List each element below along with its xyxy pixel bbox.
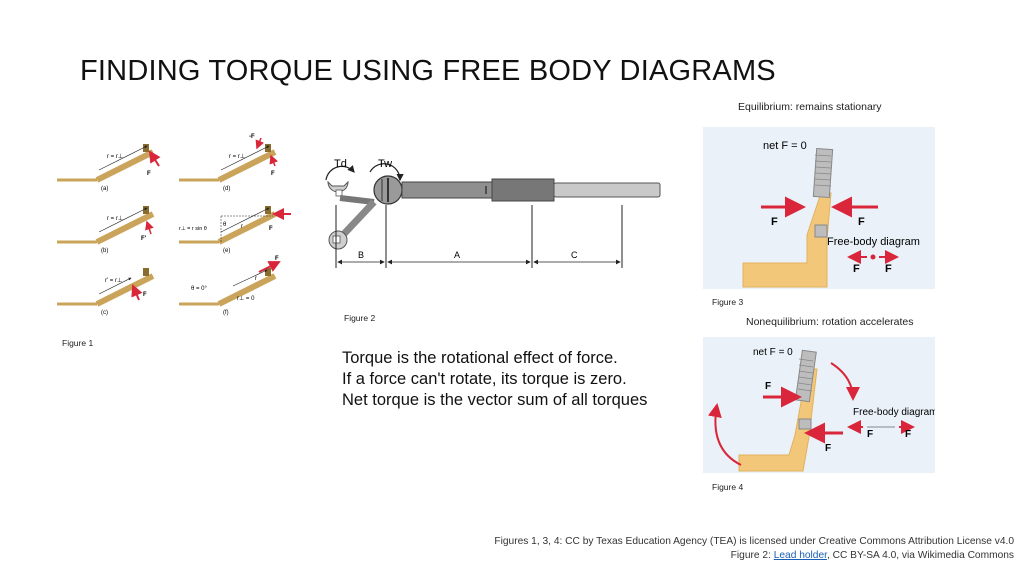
lever-panel-d: -F r = r⊥ F (d)	[179, 134, 278, 192]
panel-b-label: (b)	[101, 248, 108, 254]
fig4-fbd-right-label: F	[905, 429, 911, 440]
credits-line-2-prefix: Figure 2:	[730, 550, 774, 561]
figure2-diagram: Td Tw B A C	[325, 158, 661, 268]
torque-summary-text: Torque is the rotational effect of force…	[342, 348, 647, 411]
figure2-caption: Figure 2	[344, 313, 376, 323]
figure4-caption: Figure 4	[712, 482, 744, 492]
panel-d-extra-label: -F	[249, 134, 255, 140]
fig4-fbd-title: Free-body diagram	[853, 407, 935, 418]
figure1-diagram: r = r⊥ F (a) r = r⊥ F' (b) r' = r⊥ F (c)…	[57, 134, 291, 316]
fig3-fbd-title: Free-body diagram	[827, 236, 920, 248]
fig4-net-label: net F = 0	[753, 347, 793, 358]
fig3-fbd-left-label: F	[853, 263, 860, 275]
summary-line-2: If a force can't rotate, its torque is z…	[342, 370, 627, 388]
panel-a-label: (a)	[101, 186, 108, 192]
panel-f-r-label: r	[255, 276, 257, 282]
summary-line-3: Net torque is the vector sum of all torq…	[342, 391, 648, 409]
panel-d-r-label: r = r⊥	[229, 153, 245, 160]
panel-c-force-label: F	[143, 292, 147, 298]
fig3-net-label: net F = 0	[763, 140, 807, 152]
panel-c-r-label: r' = r⊥	[105, 277, 122, 284]
panel-e-label: (e)	[223, 248, 230, 254]
panel-f-label: (f)	[223, 310, 229, 316]
torque-tw-label: Tw	[378, 158, 392, 170]
figure1-caption: Figure 1	[62, 338, 94, 348]
panel-e-force-label: F	[269, 226, 273, 232]
fig4-force-top-label: F	[765, 381, 771, 392]
torque-td-label: Td	[334, 158, 347, 170]
fig4-fbd-left-label: F	[867, 429, 873, 440]
figure3-diagram: net F = 0 F F Free-body diagram F F	[703, 127, 935, 289]
panel-d-label: (d)	[223, 186, 230, 192]
fig3-force-left-label: F	[771, 216, 778, 228]
figure4-heading: Nonequilibrium: rotation accelerates	[746, 316, 914, 328]
panel-e-r-label: r	[241, 224, 243, 230]
wrench-head-icon	[327, 180, 377, 250]
lever-panel-c: r' = r⊥ F (c)	[57, 268, 155, 316]
panel-f-extra2-label: r⊥ = 0	[237, 295, 255, 302]
dim-a-label: A	[454, 250, 460, 260]
panel-a-r-label: r = r⊥	[107, 153, 123, 160]
figure3-caption: Figure 3	[712, 297, 744, 307]
figure4-diagram: net F = 0 F F Free-body diagram F F	[703, 337, 935, 473]
lever-panel-e: r⊥ = r sin θ θ r F (e)	[179, 206, 291, 254]
panel-c-label: (c)	[101, 310, 108, 316]
lead-holder-link[interactable]: Lead holder	[773, 550, 827, 561]
panel-b-force-label: F'	[141, 236, 147, 242]
panel-b-r-label: r = r⊥	[107, 215, 123, 222]
slide-title: FINDING TORQUE USING FREE BODY DIAGRAMS	[80, 55, 776, 87]
panel-e-extra-label: r⊥ = r sin θ	[179, 225, 207, 232]
panel-a-force-label: F	[147, 171, 151, 177]
attribution-footer: Figures 1, 3, 4: CC by Texas Education A…	[494, 535, 1014, 563]
summary-line-1: Torque is the rotational effect of force…	[342, 349, 618, 367]
lever-panel-b: r = r⊥ F' (b)	[57, 206, 155, 254]
panel-f-extra-label: θ = 0°	[191, 286, 208, 292]
lever-panel-f: F r θ = 0° r⊥ = 0 (f)	[179, 256, 281, 316]
lever-panel-a: r = r⊥ F (a)	[57, 144, 161, 192]
credits-line-1: Figures 1, 3, 4: CC by Texas Education A…	[494, 536, 1014, 547]
credits-line-2: Figure 2: Lead holder, CC BY-SA 4.0, via…	[494, 549, 1014, 563]
fig4-force-bottom-label: F	[825, 443, 831, 454]
panel-d-force-label: F	[271, 171, 275, 177]
dim-b-label: B	[358, 250, 364, 260]
credits-line-2-suffix: , CC BY-SA 4.0, via Wikimedia Commons	[826, 550, 1014, 561]
panel-f-force-label: F	[275, 256, 279, 262]
fig3-force-right-label: F	[858, 216, 865, 228]
dim-c-label: C	[571, 250, 578, 260]
figure3-heading: Equilibrium: remains stationary	[738, 101, 882, 113]
fig3-fbd-right-label: F	[885, 263, 892, 275]
panel-e-angle-label: θ	[223, 222, 227, 228]
